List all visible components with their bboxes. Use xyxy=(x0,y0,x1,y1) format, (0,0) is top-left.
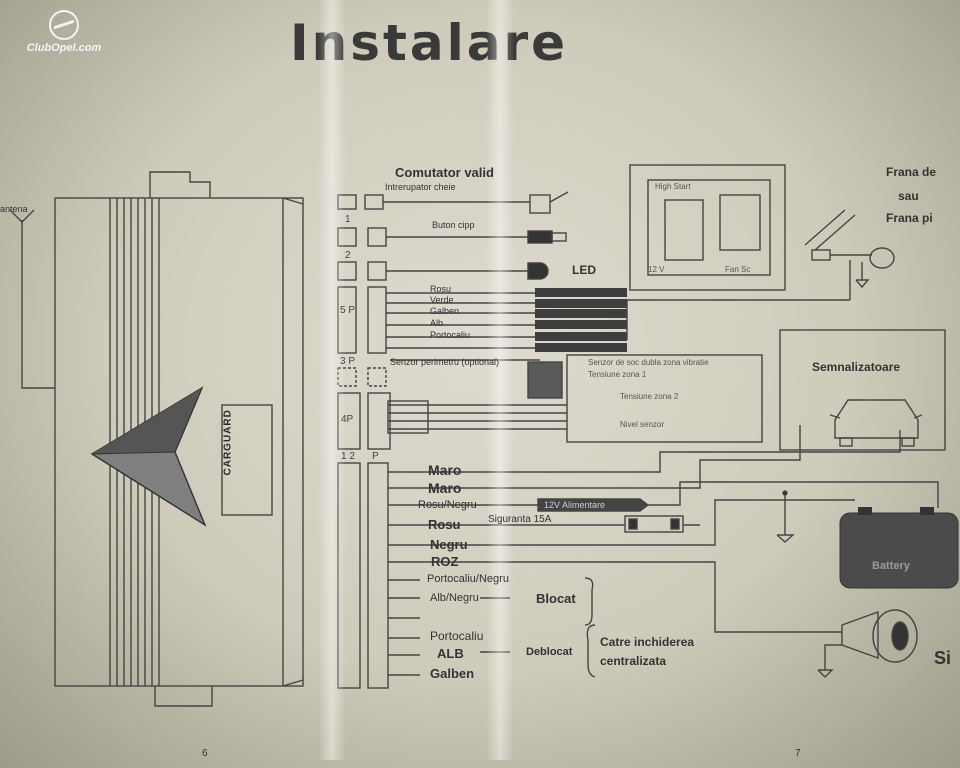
page-number-right: 7 xyxy=(795,748,801,759)
central-lock-label-1: Catre inchiderea xyxy=(600,635,695,649)
battery-icon xyxy=(839,512,959,589)
fuse-label: Siguranta 15A xyxy=(488,514,552,525)
connector-number: 3 P xyxy=(340,356,356,367)
comutator-sub-label: Intrerupator cheie xyxy=(385,182,456,192)
light-glare xyxy=(318,0,346,760)
ignition-switch-icon xyxy=(529,194,551,214)
car-icon xyxy=(834,399,919,439)
brake-pedal-icon xyxy=(804,209,856,251)
connector-number: P xyxy=(372,451,379,462)
lock-label: Blocat xyxy=(536,591,576,606)
led-icon xyxy=(527,262,549,280)
brake-label-2: sau xyxy=(898,189,919,203)
relay-outer-box xyxy=(629,164,786,291)
wire-label: Rosu/Negru xyxy=(418,499,477,511)
wire-label: Alb/Negru xyxy=(430,592,479,604)
group-wire-label: Galben xyxy=(430,306,460,316)
unlock-bracket xyxy=(586,624,596,678)
sensor-box-line: Tensiune zona 1 xyxy=(588,370,647,379)
group-wire-label: Portocaliu xyxy=(430,330,471,340)
wire-label: ALB xyxy=(437,646,464,661)
unlock-label: Deblocat xyxy=(526,646,573,658)
wire-label: ROZ xyxy=(431,554,459,569)
button-label: Buton cipp xyxy=(432,220,475,230)
main-connector-left xyxy=(337,462,361,689)
sensor-box xyxy=(566,354,763,443)
clubopel-watermark: ClubOpel.com xyxy=(14,10,114,54)
group-wire-label: Rosu xyxy=(430,284,452,294)
fuse-icon xyxy=(624,515,684,533)
wire-label: Rosu xyxy=(428,517,461,532)
page-number-left: 6 xyxy=(202,748,208,759)
wire-label: Maro xyxy=(428,462,462,478)
watermark-text: ClubOpel.com xyxy=(26,42,102,54)
siren-icon xyxy=(841,611,879,659)
antenna-icon xyxy=(9,209,35,223)
wire-label: Negru xyxy=(430,537,468,552)
sensor-box-line: Nivel senzor xyxy=(620,420,665,429)
main-connector-right xyxy=(367,462,389,689)
lock-bracket xyxy=(584,577,594,626)
unit-top-tab xyxy=(149,171,211,198)
light-glare xyxy=(486,0,514,760)
signal-lights-label: Semnalizatoare xyxy=(812,360,901,374)
antenna-label: antena xyxy=(0,204,28,214)
siren-label: Si xyxy=(934,648,952,668)
connector-number: 1 2 xyxy=(341,451,355,462)
group-wire-label: Alb xyxy=(430,318,444,328)
unit-bottom-tab xyxy=(154,686,213,707)
sensor-box-line: Tensiune zona 2 xyxy=(620,392,679,401)
brake-label-3: Frana pi xyxy=(886,211,933,225)
connector-number: 4P xyxy=(341,414,354,425)
brake-label-1: Frana de xyxy=(886,165,937,179)
shock-sensor-icon xyxy=(527,361,563,399)
page-title: Instalare xyxy=(290,14,569,72)
central-lock-label-2: centralizata xyxy=(600,654,667,668)
wire-label: Maro xyxy=(428,480,462,496)
relay-label: High Start xyxy=(655,182,691,191)
sensor-box-line: Senzor de soc dubla zona vibratie xyxy=(588,358,709,367)
wire-label: Galben xyxy=(430,666,475,681)
brand-label: CARGUARD xyxy=(222,409,234,476)
group-wire-label: Verde xyxy=(430,295,454,305)
relay-label: Fan Sc xyxy=(725,265,751,274)
brake-switch-icon xyxy=(869,247,895,269)
opel-logo-icon xyxy=(49,10,79,40)
battery-label: Battery xyxy=(872,560,910,572)
power-tag-label: 12V Alimentare xyxy=(544,500,606,510)
signal-lights-box xyxy=(779,329,946,451)
sensor-perimeter-label: Senzor perimetru (optional) xyxy=(390,357,500,367)
wire-label: Portocaliu xyxy=(430,629,484,643)
connector-number: 1 xyxy=(345,214,351,225)
group-wire-tags xyxy=(535,288,627,352)
comutator-label: Comutator valid xyxy=(395,165,494,180)
relay-label: 12 V xyxy=(648,265,665,274)
wire-label: Portocaliu/Negru xyxy=(427,573,509,585)
connector-number: 2 xyxy=(345,250,351,261)
control-unit-box xyxy=(54,197,304,687)
antenna-wire xyxy=(21,220,55,389)
connector-number: 5 P xyxy=(340,305,356,316)
button-icon xyxy=(527,230,553,244)
brand-label-box xyxy=(221,404,273,516)
led-label: LED xyxy=(572,263,596,277)
power-tag xyxy=(537,498,650,512)
